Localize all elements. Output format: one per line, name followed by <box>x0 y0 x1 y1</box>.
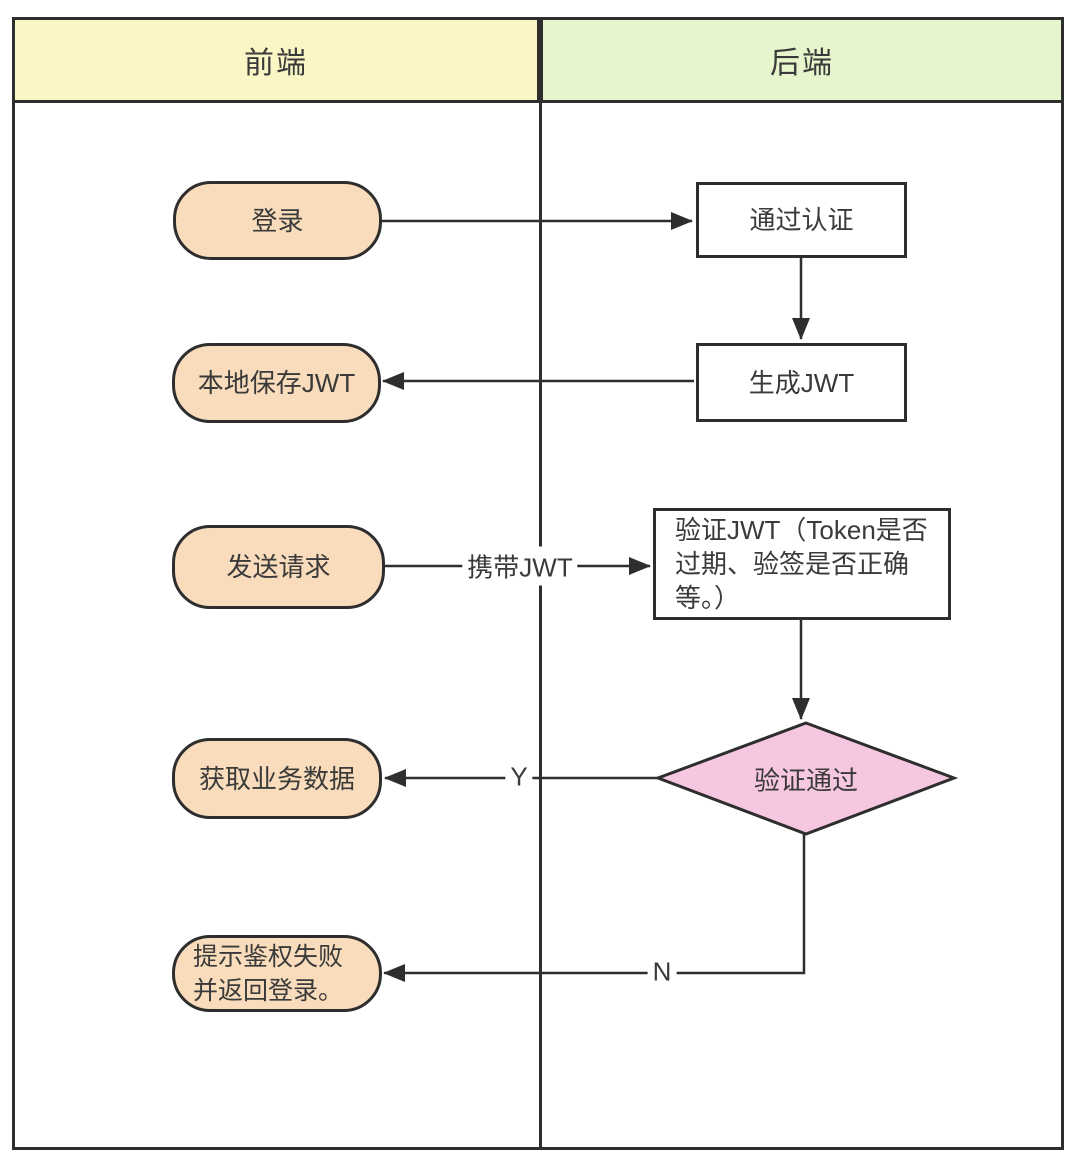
lane-backend-label: 后端 <box>770 47 834 80</box>
node-verify-jwt-label: 验证JWT（Token是否过期、验签是否正确等。） <box>675 515 928 613</box>
node-login-label: 登录 <box>251 205 304 236</box>
node-gen-jwt: 生成JWT <box>696 343 907 422</box>
edge-label-yes: Y <box>505 760 533 794</box>
node-get-data-label: 获取业务数据 <box>198 763 355 794</box>
node-gen-jwt-label: 生成JWT <box>748 367 855 398</box>
node-send-request-label: 发送请求 <box>226 552 331 582</box>
node-login: 登录 <box>173 181 382 260</box>
decision-diamond <box>653 721 959 836</box>
node-verify-jwt: 验证JWT（Token是否过期、验签是否正确等。） <box>653 508 951 620</box>
node-auth-fail: 提示鉴权失败并返回登录。 <box>172 935 382 1012</box>
edge-decision-no-to-authfail <box>383 834 806 982</box>
node-pass-auth: 通过认证 <box>696 182 907 258</box>
node-pass-auth-label: 通过认证 <box>749 205 854 235</box>
node-get-data: 获取业务数据 <box>172 738 382 819</box>
lane-frontend-label: 前端 <box>244 47 308 80</box>
edge-label-carry-jwt: 携带JWT <box>462 546 578 586</box>
decision-label: 验证通过 <box>753 765 859 796</box>
node-auth-fail-label: 提示鉴权失败并返回登录。 <box>193 942 344 1005</box>
lane-header-backend: 后端 <box>540 17 1064 103</box>
node-send-request: 发送请求 <box>172 525 385 609</box>
node-save-jwt-label: 本地保存JWT <box>197 368 356 398</box>
node-save-jwt: 本地保存JWT <box>172 343 381 423</box>
lane-header-frontend: 前端 <box>12 17 540 103</box>
edge-label-no: N <box>647 955 677 989</box>
